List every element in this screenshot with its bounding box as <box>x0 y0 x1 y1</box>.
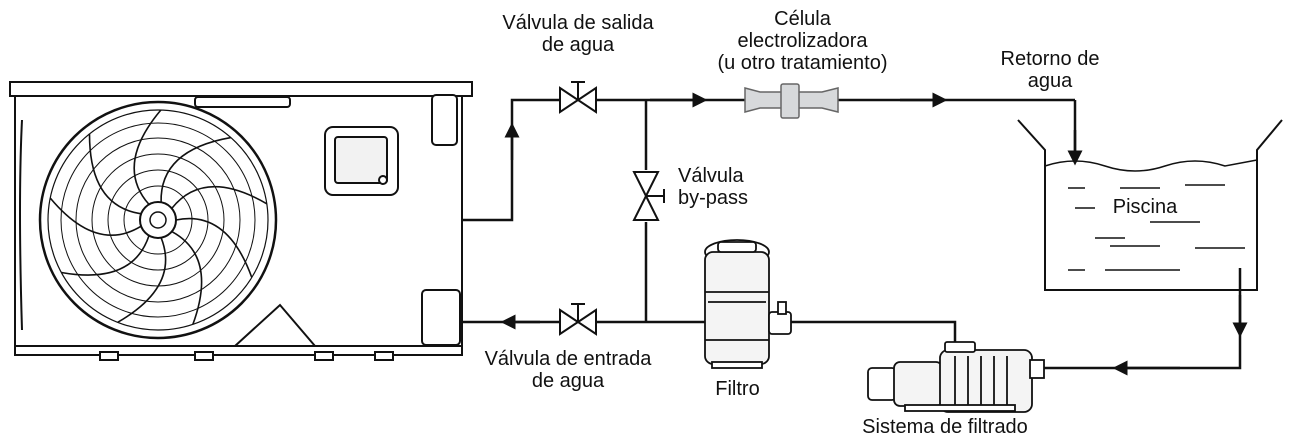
outlet-valve-label-line2: de agua <box>541 34 615 56</box>
cell-label-line2: electrolizadora <box>737 30 868 52</box>
return-label-line2: agua <box>1027 70 1073 92</box>
cell-label-line3: (u otro tratamiento) <box>717 52 888 74</box>
filter-label: Filtro <box>715 378 760 400</box>
cell-label-line1: Célula <box>774 8 831 30</box>
piping <box>462 92 1248 376</box>
outlet-valve-label-line1: Válvula de salida <box>502 12 654 34</box>
pool-label: Piscina <box>1112 196 1178 218</box>
fan-blade <box>175 217 253 278</box>
fan-blade <box>171 185 268 209</box>
inlet-valve-label-line1: Válvula de entrada <box>484 348 652 370</box>
cell-label: Célula electrolizadora (u otro tratamien… <box>680 8 925 74</box>
outlet-valve-label: Válvula de salida de agua <box>478 12 678 56</box>
fan-blade <box>117 237 167 323</box>
pool <box>1017 119 1283 291</box>
fan-blade <box>88 133 142 215</box>
bypass-valve-icon <box>632 171 665 221</box>
return-label: Retorno de agua <box>985 48 1115 92</box>
fan-blade <box>133 109 162 205</box>
fan-blade <box>49 197 142 236</box>
fan-icon <box>38 100 278 340</box>
fan-blade <box>160 136 232 203</box>
outlet-valve-icon <box>559 81 597 114</box>
electrolysis-cell <box>744 83 839 119</box>
filter-icon <box>704 239 792 369</box>
heat-pump-unit <box>9 81 473 361</box>
inlet-valve-label: Válvula de entrada de agua <box>468 348 668 392</box>
return-label-line1: Retorno de <box>1000 48 1100 70</box>
fan-blade <box>61 235 150 276</box>
pump-icon <box>867 341 1045 413</box>
inlet-valve-icon <box>559 303 597 336</box>
fan-blade <box>171 230 203 325</box>
inlet-valve-label-line2: de agua <box>531 370 605 392</box>
bypass-label-line1: Válvula <box>678 165 744 187</box>
bypass-label-line2: by-pass <box>678 187 749 209</box>
bypass-label: Válvula by-pass <box>678 165 748 209</box>
filtration-system-label: Sistema de filtrado <box>862 416 1028 438</box>
